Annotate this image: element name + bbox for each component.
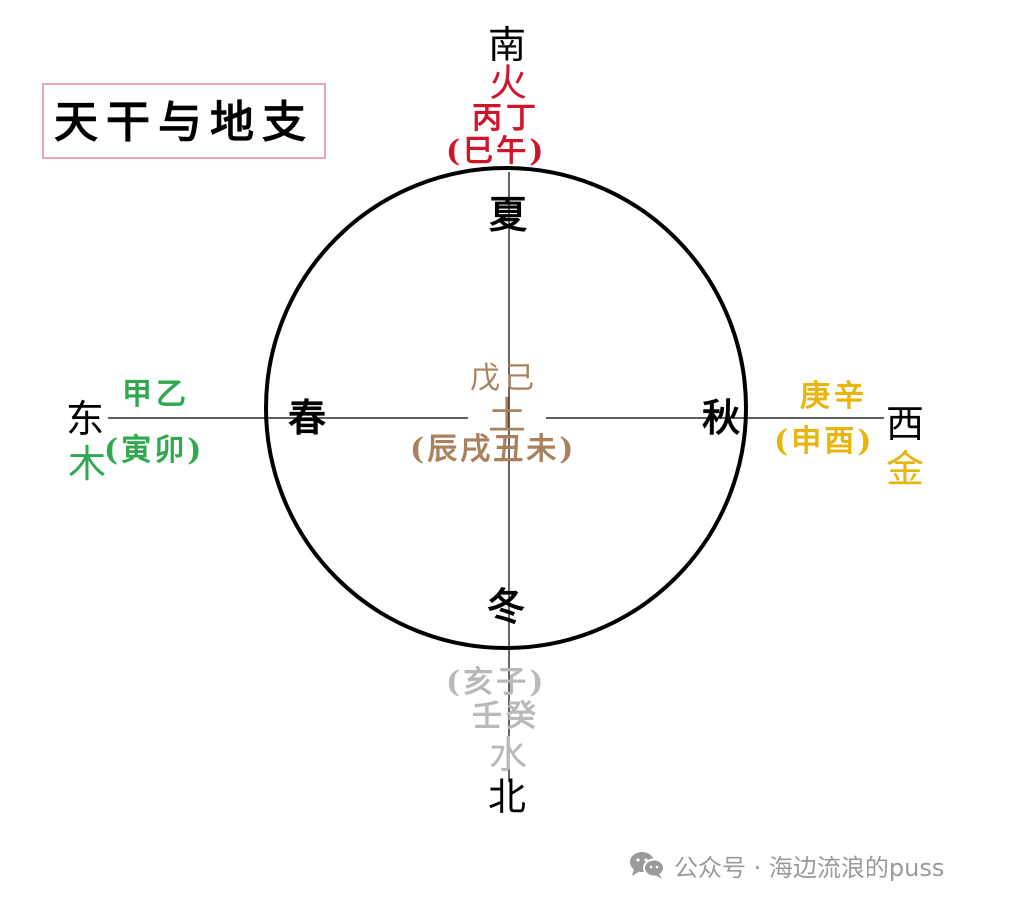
season-summer: 夏 (489, 192, 528, 237)
branches-east: (寅卯) (104, 433, 205, 468)
stems-east: 甲乙 (122, 377, 190, 412)
branches-center: (辰戌丑未) (410, 432, 577, 467)
stems-north: 壬癸 (472, 699, 540, 734)
element-earth: 土 (488, 394, 527, 438)
branches-north: (亥子) (446, 665, 547, 700)
title-box: 天干与地支 (42, 83, 326, 159)
stems-center: 戊己 (470, 361, 538, 396)
wechat-icon (630, 852, 665, 879)
stems-south: 丙丁 (472, 101, 540, 136)
element-wood: 木 (68, 442, 107, 486)
direction-east: 东 (66, 397, 105, 441)
branches-west: (申酉) (774, 424, 875, 459)
branches-south: (巳午) (446, 134, 547, 169)
direction-west: 西 (886, 402, 925, 446)
season-winter: 冬 (487, 584, 526, 629)
diagram-title: 天干与地支 (54, 97, 314, 148)
element-fire: 火 (489, 61, 528, 105)
watermark: 公众号 · 海边流浪的puss (628, 848, 944, 882)
element-metal: 金 (886, 447, 925, 491)
season-circle (264, 166, 748, 650)
stems-west: 庚辛 (800, 379, 868, 414)
watermark-text: 公众号 · 海边流浪的puss (674, 853, 945, 882)
direction-south: 南 (488, 23, 527, 67)
element-water: 水 (489, 733, 528, 777)
season-autumn: 秋 (702, 395, 741, 440)
direction-north: 北 (488, 775, 527, 819)
season-spring: 春 (288, 395, 327, 440)
